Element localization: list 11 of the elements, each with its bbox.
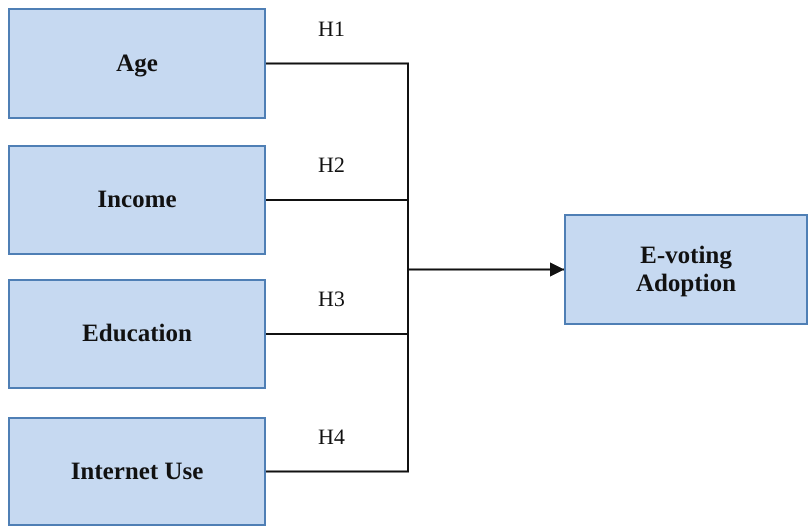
variable-box xyxy=(564,214,808,325)
box-label: Income xyxy=(97,186,177,214)
variable-box xyxy=(8,145,266,255)
box-label: Internet Use xyxy=(70,458,204,486)
variable-box xyxy=(8,279,266,389)
connector-arrow xyxy=(266,262,564,472)
variable-box xyxy=(8,417,266,526)
variable-box xyxy=(8,8,266,119)
box-label: Age xyxy=(116,50,158,78)
box-label: Education xyxy=(82,320,192,348)
box-label: E-voting Adoption xyxy=(634,242,738,297)
